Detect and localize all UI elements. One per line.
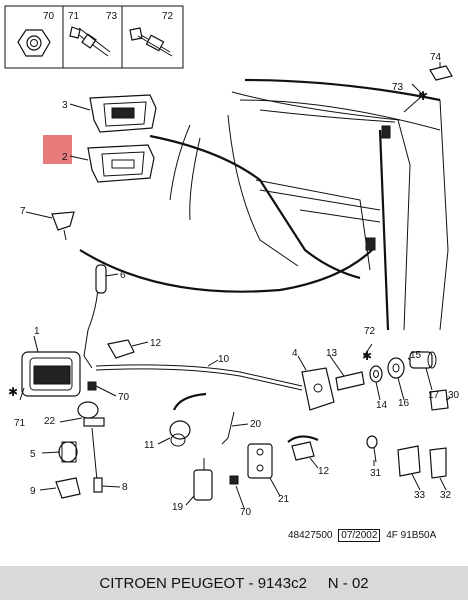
marker-70-lower (229, 475, 239, 485)
clip-part-12-upper (107, 339, 135, 359)
handle-part-3 (89, 94, 157, 133)
bolt-icon (69, 26, 111, 57)
caption-gap (307, 575, 328, 592)
callout-31: 31 (370, 468, 382, 479)
callout-17: 17 (428, 390, 440, 401)
latch-part-4 (301, 367, 335, 411)
handle-part-2 (87, 144, 155, 183)
callout-72: 72 (364, 326, 376, 337)
actuator-part-19 (193, 458, 213, 501)
star-marker-71: ✱ (8, 385, 18, 399)
callout-13: 13 (326, 348, 338, 359)
doc-code: 4F 91B50A (386, 530, 437, 541)
bracket-part-33 (397, 445, 421, 477)
legend-number-72: 72 (162, 11, 174, 22)
callout-7: 7 (20, 206, 26, 217)
cable-part-8 (91, 427, 103, 493)
callout-74: 74 (430, 52, 442, 63)
clip-part-9 (55, 477, 81, 499)
callout-14: 14 (376, 400, 388, 411)
callout-19: 19 (172, 502, 184, 513)
grommet-part-11 (169, 420, 191, 447)
callout-71: 71 (14, 418, 26, 429)
parts-diagram: 70 71 73 72 (4, 5, 460, 542)
callout-21: 21 (278, 494, 290, 505)
legend-number-73: 73 (106, 11, 118, 22)
callout-30: 30 (448, 390, 460, 401)
callout-10: 10 (218, 354, 230, 365)
striker-part-13 (335, 371, 365, 391)
bolt-part-74 (429, 65, 453, 81)
document-reference: 48427500 07/2002 4F 91B50A (288, 529, 436, 542)
bolt-part-31 (366, 435, 378, 463)
highlight-marker (43, 135, 72, 164)
washer-part-14 (369, 365, 383, 383)
callout-70-lower: 70 (240, 507, 252, 518)
lock-part-21 (247, 443, 273, 479)
inner-handle-part-1 (21, 351, 81, 397)
screw-icon (129, 27, 173, 57)
callout-1: 1 (34, 326, 40, 337)
washer-part-16 (387, 357, 405, 379)
callout-70-upper: 70 (118, 392, 130, 403)
callout-20: 20 (250, 419, 262, 430)
callout-2: 2 (62, 152, 68, 163)
rod-bend-lower (287, 435, 319, 443)
callout-4: 4 (292, 348, 298, 359)
plug-part-5 (58, 441, 78, 463)
caption-bar: CITROEN PEUGEOT - 9143c2 N - 02 (0, 566, 468, 600)
callout-9: 9 (30, 486, 36, 497)
star-marker-73: ✱ (418, 89, 428, 103)
legend-number-70: 70 (43, 11, 55, 22)
bracket-part-32 (429, 447, 447, 479)
callout-numbers: 3 2 7 6 1 12 10 70 71 22 5 9 8 11 20 19 … (14, 52, 460, 518)
callout-22: 22 (44, 416, 56, 427)
grommet-part-22 (77, 401, 105, 427)
rod-bend (172, 392, 207, 411)
leader-lines (19, 62, 451, 509)
rod-part-20 (221, 411, 235, 445)
bracket-part-30 (429, 389, 449, 411)
legend-grid: 70 71 73 72 (4, 5, 184, 69)
doc-date: 07/2002 (338, 529, 381, 542)
legend-number-71: 71 (68, 11, 80, 22)
callout-12-lower: 12 (318, 466, 330, 477)
callout-8: 8 (122, 482, 128, 493)
caption-separator: - (244, 574, 258, 592)
callout-33: 33 (414, 490, 426, 501)
callout-3: 3 (62, 100, 68, 111)
nut-icon (17, 29, 51, 57)
callout-32: 32 (440, 490, 452, 501)
callout-11: 11 (144, 440, 155, 451)
van-body-outline (79, 78, 449, 331)
callout-16: 16 (398, 398, 410, 409)
clip-part-7 (51, 211, 75, 241)
star-marker-72: ✱ (362, 349, 372, 363)
marker-70-upper (87, 381, 97, 391)
caption-page: N - 02 (327, 574, 369, 592)
callout-5: 5 (30, 449, 36, 460)
callout-73: 73 (392, 82, 404, 93)
doc-ref-number: 48427500 (288, 530, 333, 541)
caption-part-number: 9143c2 (257, 574, 307, 592)
diagram-canvas: 70 71 73 72 (4, 5, 460, 518)
caption-brand: CITROEN PEUGEOT (99, 574, 245, 592)
callout-6: 6 (120, 270, 126, 281)
rod-part-6 (83, 264, 107, 369)
callout-15: 15 (410, 350, 422, 361)
callout-12-upper: 12 (150, 338, 162, 349)
clip-part-12-lower (291, 441, 315, 461)
rod-part-10 (95, 364, 303, 391)
